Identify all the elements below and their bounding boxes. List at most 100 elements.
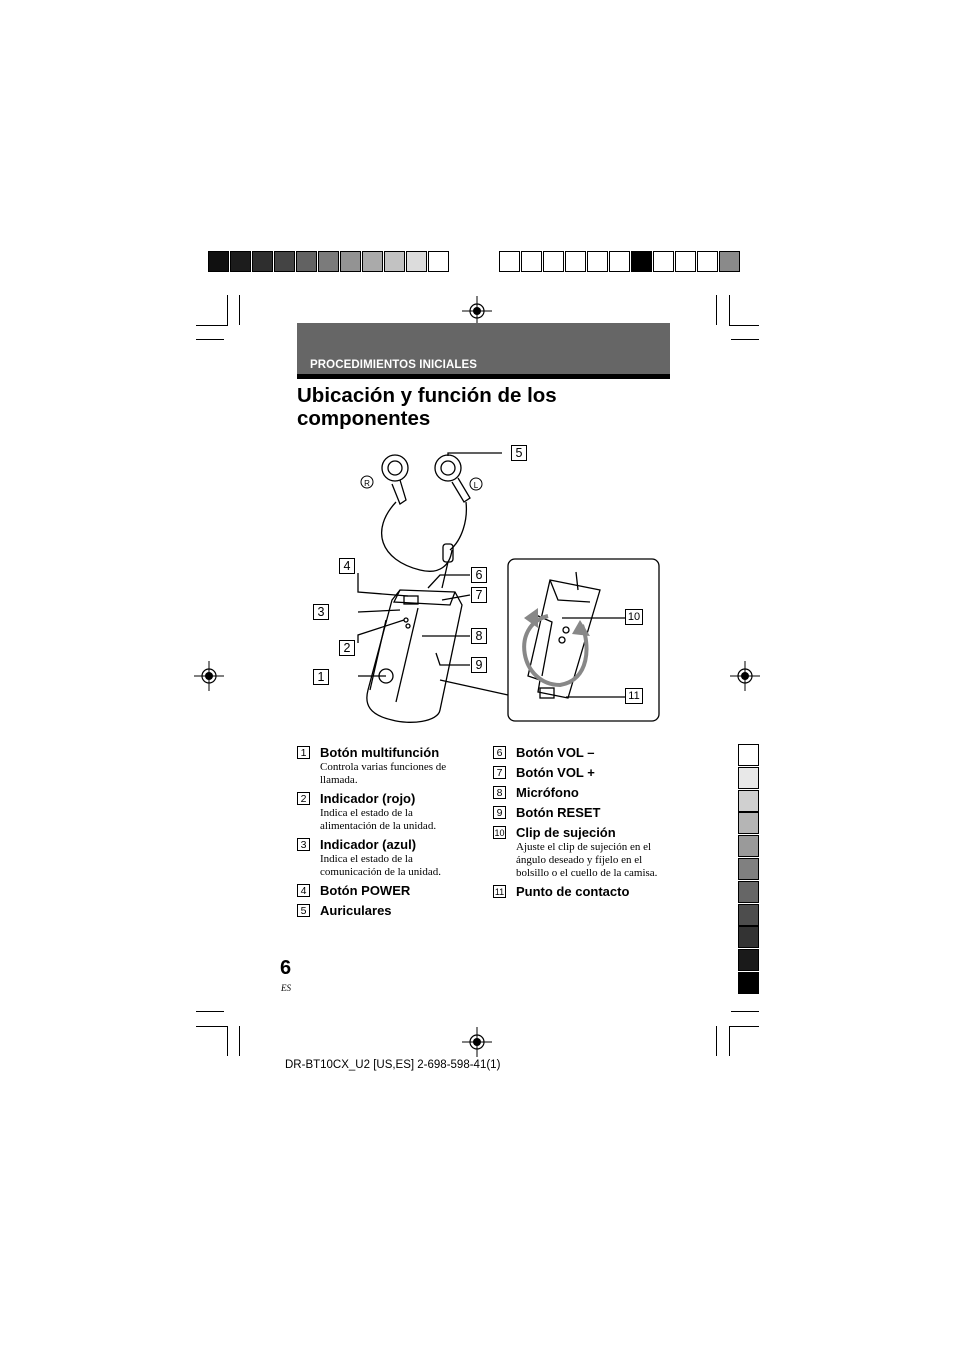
color-swatch: [738, 880, 759, 903]
color-swatch: [675, 251, 696, 272]
legend-left: 1 Botón multifunción Controla varias fun…: [297, 745, 467, 923]
callout-1: 1: [313, 669, 329, 685]
item-title: Botón multifunción: [320, 745, 440, 760]
color-swatch: [362, 251, 383, 272]
item-number: 9: [493, 806, 506, 819]
item-desc: Indica el estado de la alimentación de l…: [320, 807, 437, 832]
callout-11: 11: [625, 688, 643, 704]
page-title: Ubicación y función de los componentes: [297, 384, 557, 430]
item-number: 3: [297, 838, 310, 851]
section-label: PROCEDIMIENTOS INICIALES: [310, 359, 478, 371]
registration-mark-icon: [730, 661, 760, 691]
item-title: Botón VOL +: [516, 765, 595, 780]
list-item: 11 Punto de contacto: [493, 884, 668, 900]
color-swatch: [719, 251, 740, 272]
callout-5: 5: [511, 445, 527, 461]
color-swatch: [738, 744, 759, 766]
list-item: 2 Indicador (rojo) Indica el estado de l…: [297, 791, 467, 833]
color-swatch: [543, 251, 564, 272]
item-title: Punto de contacto: [516, 884, 630, 899]
callout-2: 2: [339, 640, 355, 656]
item-title: Auriculares: [320, 903, 392, 918]
list-item: 3 Indicador (azul) Indica el estado de l…: [297, 837, 467, 879]
list-item: 7 Botón VOL +: [493, 765, 668, 781]
document-code: DR-BT10CX_U2 [US,ES] 2-698-598-41(1): [285, 1059, 501, 1071]
color-swatch: [738, 949, 759, 972]
item-title: Botón VOL –: [516, 745, 595, 760]
item-number: 6: [493, 746, 506, 759]
item-number: 8: [493, 786, 506, 799]
calibration-bar-left: [208, 251, 450, 272]
color-swatch: [631, 251, 652, 272]
color-swatch: [697, 251, 718, 272]
item-title: Indicador (rojo): [320, 791, 416, 806]
color-swatch: [521, 251, 542, 272]
item-number: 2: [297, 792, 310, 805]
side-calibration-tabs: [738, 744, 759, 995]
color-swatch: [587, 251, 608, 272]
ear-l-label: L: [474, 481, 479, 490]
item-number: 10: [493, 826, 506, 839]
color-swatch: [499, 251, 520, 272]
registration-mark-icon: [194, 661, 224, 691]
registration-mark-icon: [462, 296, 492, 326]
color-swatch: [318, 251, 339, 272]
list-item: 1 Botón multifunción Controla varias fun…: [297, 745, 467, 787]
callout-3: 3: [313, 604, 329, 620]
components-diagram: R L: [357, 452, 660, 723]
header-rule: [297, 374, 670, 379]
color-swatch: [230, 251, 251, 272]
item-number: 7: [493, 766, 506, 779]
callout-6: 6: [471, 567, 487, 583]
callout-7: 7: [471, 587, 487, 603]
earbud-right-icon: [381, 454, 409, 482]
color-swatch: [274, 251, 295, 272]
item-number: 5: [297, 904, 310, 917]
callout-10: 10: [625, 609, 643, 625]
color-swatch: [738, 926, 759, 949]
color-swatch: [252, 251, 273, 272]
earbud-left-icon: [434, 454, 462, 482]
item-title: Indicador (azul): [320, 837, 417, 852]
item-title: Botón RESET: [516, 805, 601, 820]
color-swatch: [384, 251, 405, 272]
color-swatch: [738, 812, 759, 835]
color-swatch: [738, 766, 759, 789]
item-number: 1: [297, 746, 310, 759]
color-swatch: [653, 251, 674, 272]
page-number: 6: [280, 957, 292, 979]
legend-right: 6 Botón VOL – 7 Botón VOL + 8 Micrófono …: [493, 745, 668, 904]
color-swatch: [609, 251, 630, 272]
list-item: 9 Botón RESET: [493, 805, 668, 821]
item-title: Botón POWER: [320, 883, 411, 898]
color-swatch: [428, 251, 449, 272]
ear-r-label: R: [364, 479, 370, 488]
item-number: 11: [493, 885, 506, 898]
item-desc: Controla varias funciones de llamada.: [320, 761, 447, 786]
color-swatch: [738, 971, 759, 994]
callout-4: 4: [339, 558, 355, 574]
list-item: 8 Micrófono: [493, 785, 668, 801]
list-item: 10 Clip de sujeción Ajuste el clip de su…: [493, 825, 668, 880]
item-title: Clip de sujeción: [516, 825, 616, 840]
callout-8: 8: [471, 628, 487, 644]
list-item: 6 Botón VOL –: [493, 745, 668, 761]
list-item: 5 Auriculares: [297, 903, 467, 919]
color-swatch: [340, 251, 361, 272]
item-number: 4: [297, 884, 310, 897]
language-code: ES: [281, 983, 291, 993]
color-swatch: [208, 251, 229, 272]
color-swatch: [406, 251, 427, 272]
list-item: 4 Botón POWER: [297, 883, 467, 899]
item-desc: Ajuste el clip de sujeción en el ángulo …: [516, 841, 658, 879]
color-swatch: [296, 251, 317, 272]
color-swatch: [738, 857, 759, 880]
color-swatch: [738, 835, 759, 858]
callout-9: 9: [471, 657, 487, 673]
color-swatch: [738, 789, 759, 812]
section-header-bar: PROCEDIMIENTOS INICIALES: [297, 323, 670, 374]
color-swatch: [738, 903, 759, 926]
item-desc: Indica el estado de la comunicación de l…: [320, 853, 441, 878]
registration-mark-icon: [462, 1027, 492, 1057]
color-swatch: [565, 251, 586, 272]
